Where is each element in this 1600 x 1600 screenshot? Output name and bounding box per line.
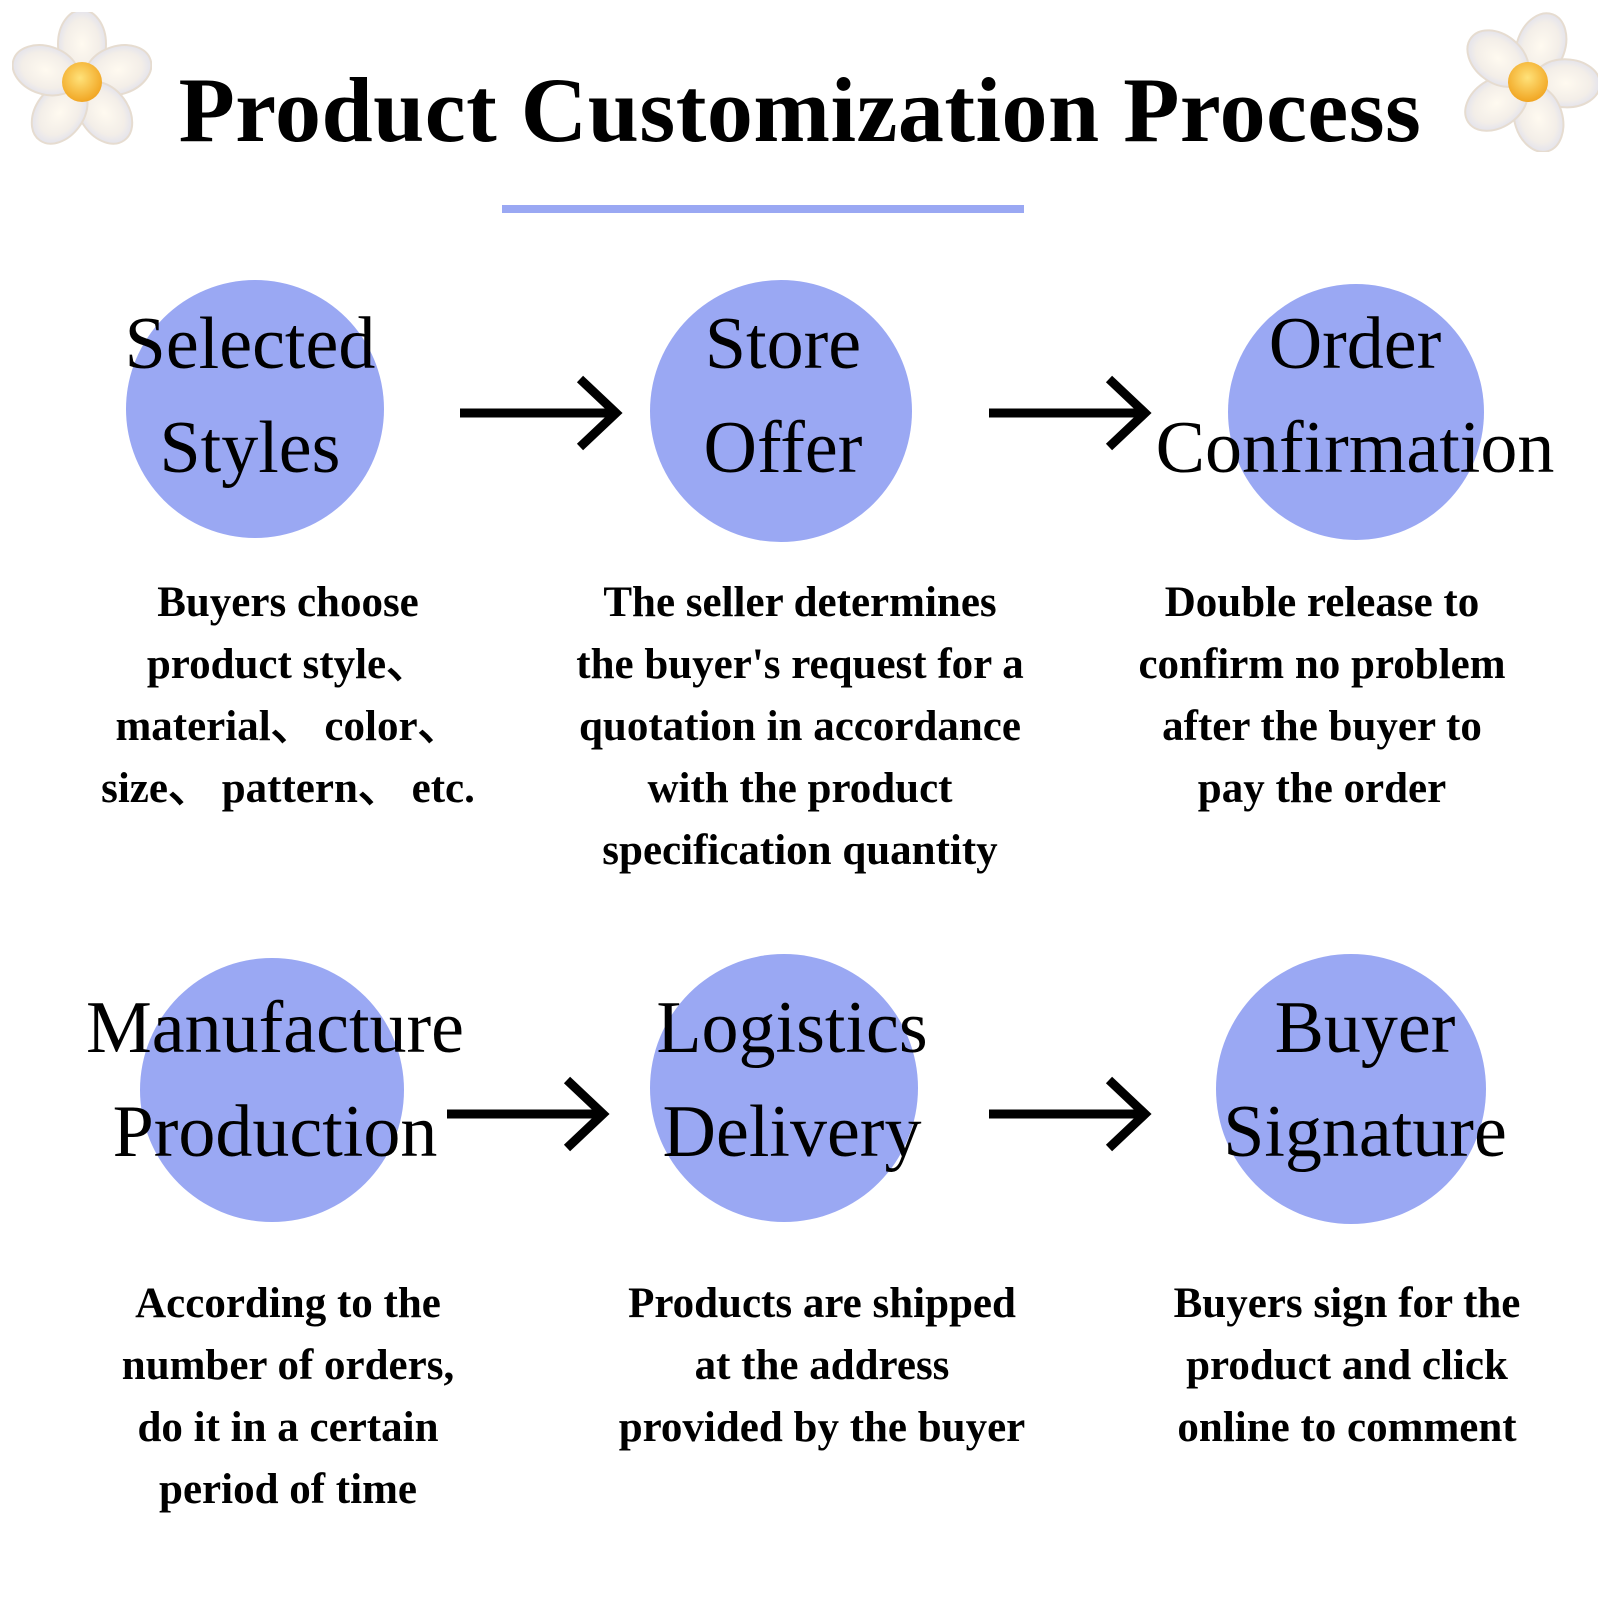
- step-circle: [126, 280, 384, 538]
- step-circle: [140, 958, 404, 1222]
- step-circle: [650, 954, 918, 1222]
- step-circle: [650, 280, 912, 542]
- arrow-right-icon: [447, 1076, 610, 1152]
- flower-icon: [12, 12, 152, 145]
- title-divider: [502, 205, 1024, 213]
- step-circle: [1216, 954, 1486, 1224]
- page-title: Product Customization Process: [178, 59, 1422, 161]
- flower-icon: [1464, 12, 1598, 152]
- arrow-right-icon: [460, 375, 623, 451]
- arrow-right-icon: [989, 375, 1152, 451]
- step-circle: [1228, 284, 1484, 540]
- arrow-right-icon: [989, 1076, 1152, 1152]
